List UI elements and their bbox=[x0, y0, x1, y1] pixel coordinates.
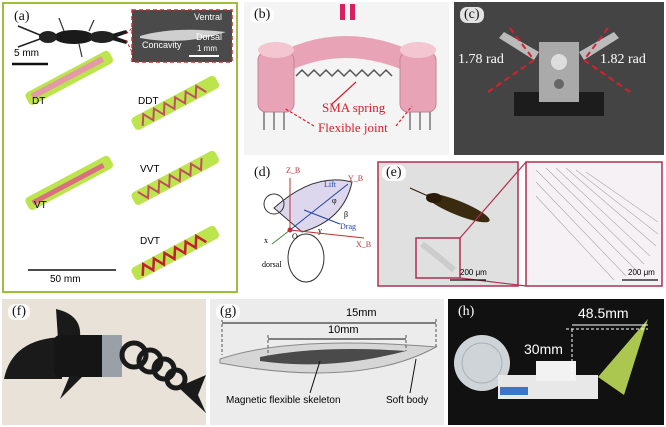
sma-spring-label: SMA spring bbox=[322, 100, 386, 115]
specimen-label-vvt: VVT bbox=[140, 164, 160, 175]
panel-h-tag: (h) bbox=[458, 304, 475, 319]
panel-b: (b) SMA spring Flexible joint bbox=[244, 2, 449, 155]
actuator-vt bbox=[25, 155, 114, 210]
panel-d-tag: (d) bbox=[250, 165, 275, 181]
origin-label: O bbox=[292, 232, 298, 241]
inset-concavity-label: Concavity bbox=[142, 40, 182, 50]
height-30mm-label: 30mm bbox=[524, 341, 563, 357]
panel-a-tag: (a) bbox=[10, 9, 34, 25]
lift-label: Lift bbox=[324, 180, 336, 189]
magnetic-skeleton-label: Magnetic flexible skeleton bbox=[226, 395, 341, 406]
specimen-label-ddt: DDT bbox=[138, 96, 159, 107]
panel-h: (h) 48.5mm 30mm bbox=[448, 299, 664, 425]
angle-right-label: 1.82 rad bbox=[600, 52, 646, 67]
sma-robot-illustration bbox=[257, 4, 437, 130]
panel-g: (g) 15mm 10mm Magnetic flexible skeleton… bbox=[210, 299, 444, 425]
inset-dorsal-label: Dorsal bbox=[196, 32, 223, 42]
width-48-5mm-label: 48.5mm bbox=[578, 305, 629, 321]
actuator-ddt bbox=[131, 75, 220, 130]
dim-10mm-label: 10mm bbox=[328, 324, 359, 336]
specimen-label-dvt: DVT bbox=[140, 236, 160, 247]
actuator-dt bbox=[25, 50, 114, 105]
beta-label: β bbox=[344, 210, 349, 219]
panel-f-tag: (f) bbox=[8, 304, 30, 320]
axis-zb-label: Z_B bbox=[286, 166, 301, 175]
gripper-photo bbox=[454, 2, 664, 155]
actuator-dvt bbox=[131, 225, 220, 280]
scale-label-5mm: 5 mm bbox=[14, 48, 39, 59]
panel-a-illustration bbox=[12, 9, 233, 280]
panel-g-tag: (g) bbox=[216, 304, 241, 320]
panel-c-tag: (c) bbox=[460, 7, 484, 23]
inset-ventral-label: Ventral bbox=[194, 12, 223, 22]
earwig-specimen bbox=[17, 17, 128, 58]
soft-body-label: Soft body bbox=[386, 395, 429, 406]
inset-scale-label: 1 mm bbox=[197, 44, 217, 53]
panel-f: (f) bbox=[2, 299, 206, 425]
specimen-label-dt: DT bbox=[32, 96, 46, 107]
actuator-vvt bbox=[131, 150, 220, 205]
wing-force-diagram bbox=[263, 178, 365, 283]
robotic-fish-photo bbox=[4, 309, 206, 413]
x-label: x bbox=[264, 236, 268, 245]
dorsal-label: dorsal bbox=[262, 260, 282, 269]
insect-wing-photos bbox=[377, 161, 663, 287]
soft-body-photo bbox=[219, 319, 438, 394]
panel-c: (c) 1.78 rad 1.82 rad bbox=[454, 2, 664, 155]
panel-a: (a) 5 mm Ventral Dorsal Concavity 1 mm D… bbox=[2, 2, 238, 293]
panel-b-tag: (b) bbox=[250, 7, 275, 23]
specimen-label-vt: VT bbox=[34, 200, 47, 211]
panel-d: (d) Z_B Y_B X_B Lift Drag dorsal O x y φ… bbox=[244, 160, 374, 288]
scale-label-left: 200 μm bbox=[460, 268, 487, 277]
drag-label: Drag bbox=[340, 222, 356, 231]
phi-label: φ bbox=[332, 196, 337, 205]
panel-e: (e) 200 μm 200 μm bbox=[376, 160, 664, 288]
scale-label-50mm: 50 mm bbox=[50, 274, 81, 285]
y-label: y bbox=[318, 226, 322, 235]
panel-e-tag: (e) bbox=[382, 165, 406, 181]
angle-left-label: 1.78 rad bbox=[458, 52, 504, 67]
dim-15mm-label: 15mm bbox=[346, 307, 377, 319]
flexible-joint-label: Flexible joint bbox=[318, 120, 388, 135]
axis-xb-label: X_B bbox=[356, 240, 372, 249]
scale-label-right: 200 μm bbox=[628, 268, 655, 277]
fin-actuator-photo bbox=[454, 319, 648, 399]
axis-yb-label: Y_B bbox=[348, 174, 364, 183]
